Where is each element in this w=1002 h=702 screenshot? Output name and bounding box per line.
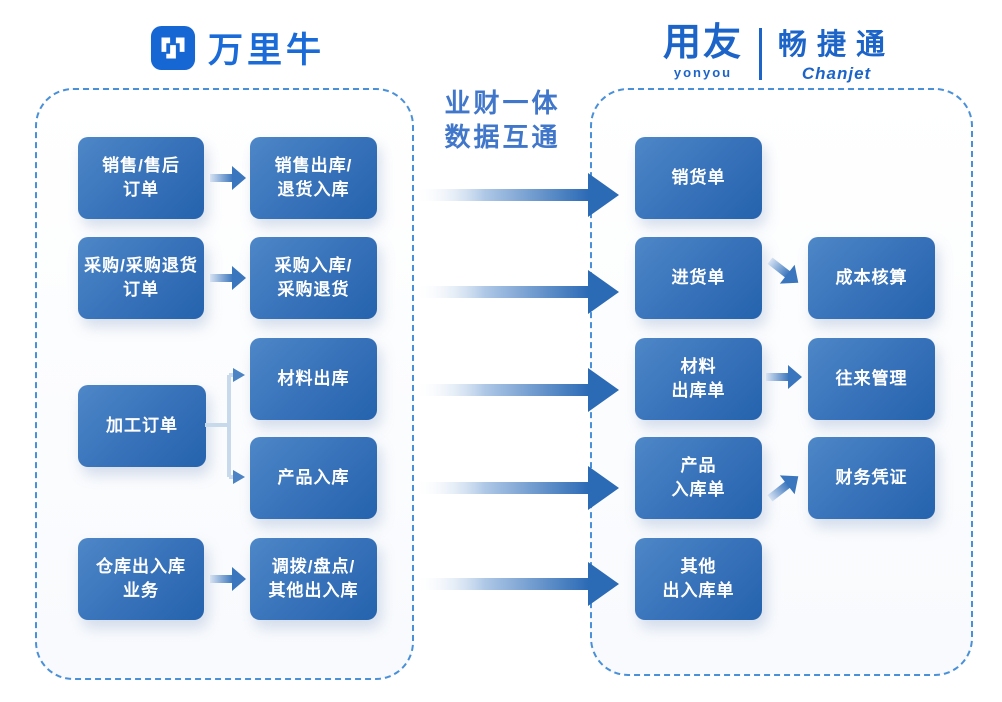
big-arrow-icon	[416, 270, 619, 314]
yonyou-logo: 用友 yonyou	[663, 22, 744, 80]
big-arrow-icon	[416, 173, 619, 217]
box-product-inbound-slip: 产品 入库单	[635, 437, 762, 519]
arrow-right-icon	[210, 266, 246, 290]
arrow-up-right-icon	[767, 475, 799, 502]
arrow-right-icon	[210, 567, 246, 591]
box-material-outbound: 材料出库	[250, 338, 377, 420]
box-transfer-inventory-other-io: 调拨/盘点/ 其他出入库	[250, 538, 377, 620]
box-financial-voucher: 财务凭证	[808, 437, 935, 519]
chanjet-logo-text: 畅捷通	[778, 29, 896, 61]
arrow-down-right-icon	[767, 257, 799, 284]
box-purchase-return-order: 采购/采购退货 订单	[78, 237, 204, 319]
box-other-io-slip: 其他 出入库单	[635, 538, 762, 620]
box-purchase-inbound-return: 采购入库/ 采购退货	[250, 237, 377, 319]
box-cost-accounting: 成本核算	[808, 237, 935, 319]
chanjet-logo: 畅捷通 Chanjet	[778, 29, 896, 84]
box-product-inbound: 产品入库	[250, 437, 377, 519]
center-title: 业财一体 数据互通	[444, 88, 561, 153]
box-processing-order: 加工订单	[78, 385, 206, 467]
box-sales-outbound-return-inbound: 销售出库/ 退货入库	[250, 137, 377, 219]
big-arrow-icon	[416, 368, 619, 412]
chanjet-logo-sub: Chanjet	[801, 63, 872, 83]
wanliniu-logo-text: 万里牛	[208, 31, 326, 70]
logo-divider	[759, 28, 763, 80]
box-warehouse-io-business: 仓库出入库 业务	[78, 538, 204, 620]
arrow-right-icon	[210, 166, 246, 190]
box-purchase-invoice: 进货单	[635, 237, 762, 319]
yonyou-logo-sub: yonyou	[673, 64, 733, 80]
yonyou-chanjet-logo: 用友 yonyou 畅捷通 Chanjet	[663, 22, 896, 84]
box-sales-aftersales-order: 销售/售后 订单	[78, 137, 204, 219]
arrow-right-icon	[766, 365, 802, 389]
box-material-outbound-slip: 材料 出库单	[635, 338, 762, 420]
box-transaction-management: 往来管理	[808, 338, 935, 420]
box-sales-invoice: 销货单	[635, 137, 762, 219]
wanliniu-logo: 万里牛	[150, 22, 325, 73]
yonyou-logo-text: 用友	[663, 22, 744, 64]
big-arrow-icon	[416, 466, 619, 510]
big-arrow-icon	[416, 562, 619, 606]
wanliniu-logo-icon	[150, 25, 196, 71]
branch-connector-icon	[205, 368, 245, 484]
